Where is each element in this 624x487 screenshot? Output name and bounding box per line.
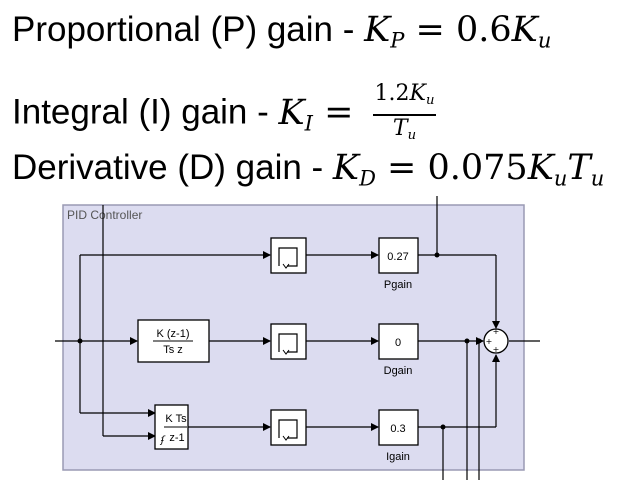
subsystem-title: PID Controller: [67, 208, 142, 222]
sum-plus-bottom: +: [493, 345, 500, 354]
proportional-gain-formula: Proportional (P) gain - KP = 0.6Ku: [12, 10, 551, 52]
zoh-block-p[interactable]: [270, 237, 307, 274]
igain-block[interactable]: 0.3: [378, 409, 419, 446]
igain-label: Igain: [386, 451, 410, 463]
ki-equals: =: [312, 92, 365, 133]
sum-input-junction-dot: [476, 338, 482, 344]
kp-equals: =: [404, 10, 456, 50]
kp-symbol: KP: [364, 10, 405, 53]
ku-tu-product: KuTu: [527, 148, 605, 191]
dgain-block[interactable]: 0: [378, 323, 419, 360]
pgain-junction-dot: [434, 252, 440, 258]
dgain-junction-dot: [464, 338, 470, 344]
ki-symbol: KI: [278, 92, 313, 135]
zoh-block-d[interactable]: [270, 323, 307, 360]
derivative-transfer-fcn-block[interactable]: K (z-1) Ts z: [137, 319, 210, 363]
ku-symbol: Ku: [511, 10, 552, 53]
integral-gain-label: Integral (I) gain -: [12, 92, 279, 132]
kd-coefficient: 0.075: [427, 148, 528, 188]
ki-numerator: 1.2Ku: [372, 80, 437, 116]
kd-equals: =: [375, 148, 428, 188]
integrator-numerator: K Ts: [165, 413, 187, 425]
integrator-block[interactable]: K Ts z-1 ʄ: [154, 404, 189, 450]
zoh-step-icon: [278, 419, 298, 439]
zoh-step-icon: [278, 247, 298, 267]
igain-value: 0.3: [390, 423, 405, 435]
derivative-tf-numerator: K (z-1): [157, 328, 190, 340]
input-junction-dot: [77, 338, 83, 344]
ki-denominator: Tu: [392, 115, 417, 143]
integrator-denominator: z-1: [169, 432, 184, 444]
derivative-gain-label: Derivative (D) gain -: [12, 148, 333, 187]
dgain-value: 0: [395, 337, 401, 349]
zoh-step-icon: [278, 333, 298, 353]
reset-icon: ʄ: [159, 435, 166, 446]
kd-symbol: KD: [332, 148, 376, 191]
zoh-block-i[interactable]: [270, 409, 307, 446]
dgain-label: Dgain: [384, 365, 413, 377]
derivative-gain-formula: Derivative (D) gain - KD = 0.075KuTu: [12, 148, 604, 190]
pgain-value: 0.27: [387, 251, 408, 263]
kp-coefficient: 0.6: [455, 10, 512, 50]
pgain-label: Pgain: [384, 279, 412, 291]
pgain-block[interactable]: 0.27: [378, 237, 419, 274]
sum-plus-top: +: [493, 327, 500, 336]
proportional-gain-label: Proportional (P) gain -: [12, 10, 365, 49]
igain-junction-dot: [440, 424, 446, 430]
derivative-tf-denominator: Ts z: [163, 344, 183, 356]
sum-block[interactable]: + + +: [483, 327, 509, 354]
sum-plus-left: +: [486, 337, 493, 346]
